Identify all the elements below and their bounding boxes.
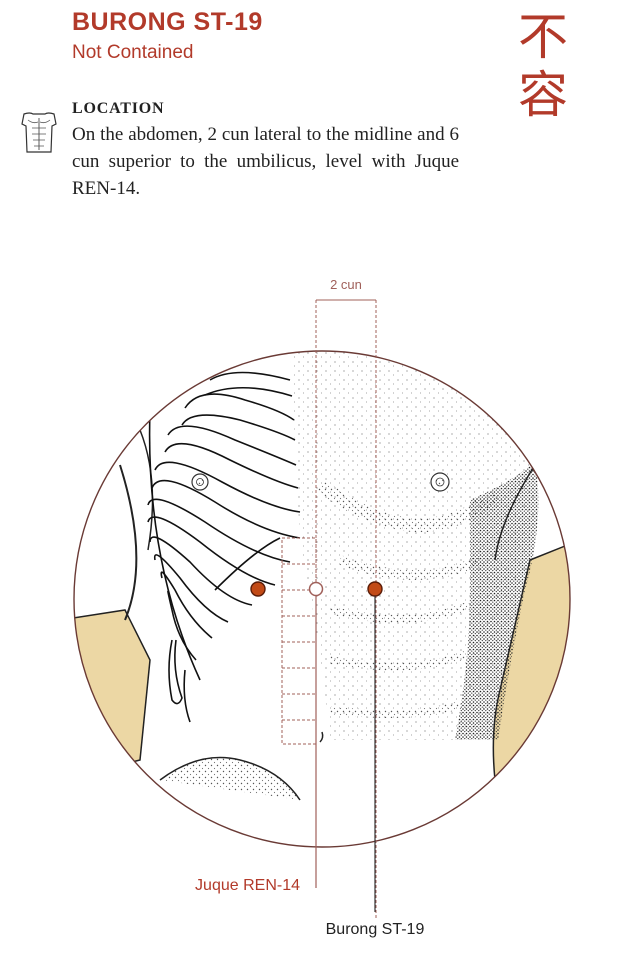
burong-label: Burong ST-19 [326, 921, 425, 938]
rib-cage [147, 371, 301, 723]
torso-shadow [455, 460, 539, 740]
chinese-characters: 不 容 [508, 8, 578, 124]
torso-icon [21, 112, 57, 153]
torso-illustration [74, 351, 570, 801]
right-nipple [430, 472, 450, 492]
location-description: On the abdomen, 2 cun lateral to the mid… [72, 124, 459, 199]
point-translation: Not Contained [72, 42, 194, 63]
juque-label: Juque REN-14 [195, 877, 300, 894]
point-title: BURONG ST-19 [72, 8, 263, 36]
burong-st-19-marker [367, 581, 383, 597]
diagram-circle-frame [73, 350, 571, 848]
chinese-character-1: 不 [518, 8, 568, 66]
location-heading: LOCATION [72, 100, 165, 117]
chinese-character-2: 容 [518, 66, 568, 124]
anatomy-diagram: 2 cun Juque REN-14 Burong ST-19 [73, 277, 571, 938]
juque-ren-14-marker [308, 581, 324, 597]
measure-label: 2 cun [330, 277, 362, 292]
burong-st-19-left-marker [250, 581, 266, 597]
left-nipple [191, 473, 209, 491]
left-flank-shading [74, 609, 151, 781]
